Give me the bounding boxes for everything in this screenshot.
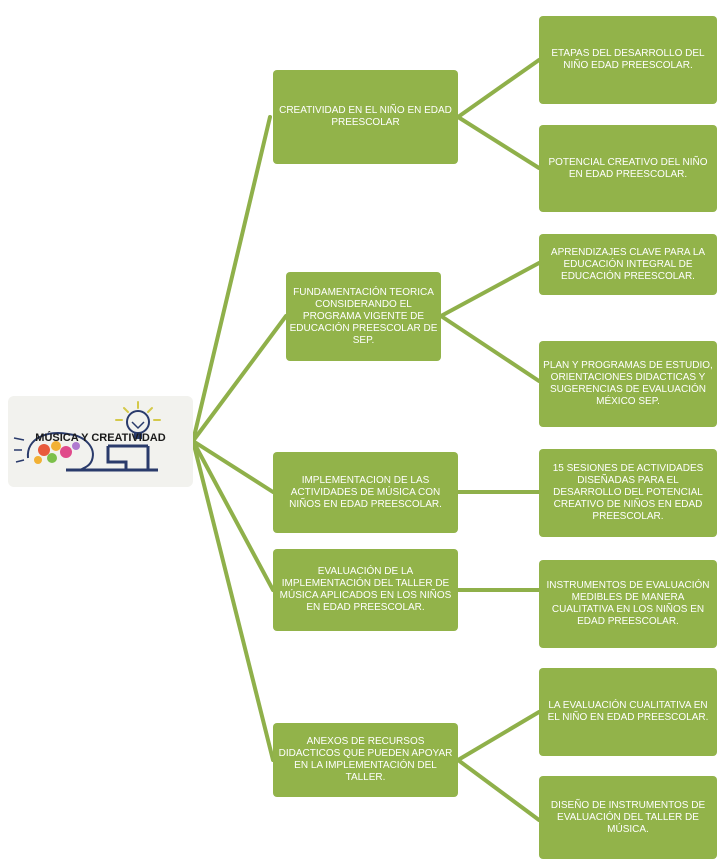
connector-root-l1-3 (191, 439, 275, 494)
connector-l1-5-b (456, 758, 541, 822)
topic-label: IMPLEMENTACION DE LAS ACTIVIDADES DE MÚS… (289, 474, 442, 510)
topic-label: CREATIVIDAD EN EL NIÑO EN EDAD PREESCOLA… (279, 105, 452, 128)
connector-root-l1-4 (191, 439, 275, 592)
connector-root-l1-5 (191, 439, 275, 762)
subtopic-box-potencial: POTENCIAL CREATIVO DEL NIÑO EN EDAD PREE… (539, 125, 717, 212)
root-label: MÚSICA Y CREATIVIDAD (35, 432, 166, 444)
subtopic-label: LA EVALUACIÓN CUALITATIVA EN EL NIÑO EN … (547, 700, 709, 723)
topic-box-implementacion: IMPLEMENTACION DE LAS ACTIVIDADES DE MÚS… (273, 452, 458, 533)
connector-l1-1-a (456, 58, 541, 119)
root-node: MÚSICA Y CREATIVIDAD (8, 396, 193, 487)
topic-label: EVALUACIÓN DE LA IMPLEMENTACIÓN DEL TALL… (279, 566, 452, 613)
topic-box-evaluacion: EVALUACIÓN DE LA IMPLEMENTACIÓN DEL TALL… (273, 549, 458, 631)
topic-label: ANEXOS DE RECURSOS DIDACTICOS QUE PUEDEN… (278, 736, 453, 783)
subtopic-label: DISEÑO DE INSTRUMENTOS DE EVALUACIÓN DEL… (550, 799, 706, 835)
subtopic-box-aprendizajes: APRENDIZAJES CLAVE PARA LA EDUCACIÓN INT… (539, 234, 717, 295)
subtopic-box-etapas: ETAPAS DEL DESARROLLO DEL NIÑO EDAD PREE… (539, 16, 717, 104)
connector-l1-2-a (439, 261, 541, 318)
topic-box-creatividad: CREATIVIDAD EN EL NIÑO EN EDAD PREESCOLA… (273, 70, 458, 164)
subtopic-box-evaluacion-cualitativa: LA EVALUACIÓN CUALITATIVA EN EL NIÑO EN … (539, 668, 717, 756)
connector-l1-1-b (456, 115, 541, 170)
topic-box-fundamentacion: FUNDAMENTACIÓN TEORICA CONSIDERANDO EL P… (286, 272, 441, 361)
subtopic-box-diseno: DISEÑO DE INSTRUMENTOS DE EVALUACIÓN DEL… (539, 776, 717, 859)
topic-label: FUNDAMENTACIÓN TEORICA CONSIDERANDO EL P… (289, 286, 438, 346)
subtopic-label: POTENCIAL CREATIVO DEL NIÑO EN EDAD PREE… (548, 156, 708, 180)
subtopic-label: ETAPAS DEL DESARROLLO DEL NIÑO EDAD PREE… (551, 48, 705, 71)
subtopic-label: PLAN Y PROGRAMAS DE ESTUDIO, ORIENTACION… (543, 360, 713, 407)
connector-l1-2-b (439, 314, 541, 383)
lightbulb-brain-icon (13, 401, 161, 472)
subtopic-box-sesiones: 15 SESIONES DE ACTIVIDADES DISEÑADAS PAR… (539, 449, 717, 537)
subtopic-box-plan: PLAN Y PROGRAMAS DE ESTUDIO, ORIENTACION… (539, 341, 717, 427)
connector-root-l1-2 (191, 314, 288, 443)
subtopic-label: APRENDIZAJES CLAVE PARA LA EDUCACIÓN INT… (550, 246, 706, 282)
subtopic-label: INSTRUMENTOS DE EVALUACIÓN MEDIBLES DE M… (546, 580, 710, 627)
subtopic-label: 15 SESIONES DE ACTIVIDADES DISEÑADAS PAR… (552, 463, 704, 522)
connector-l1-5-a (456, 710, 541, 762)
subtopic-box-instrumentos: INSTRUMENTOS DE EVALUACIÓN MEDIBLES DE M… (539, 560, 717, 648)
topic-box-anexos: ANEXOS DE RECURSOS DIDACTICOS QUE PUEDEN… (273, 723, 458, 797)
connector-root-l1-1 (191, 115, 272, 443)
